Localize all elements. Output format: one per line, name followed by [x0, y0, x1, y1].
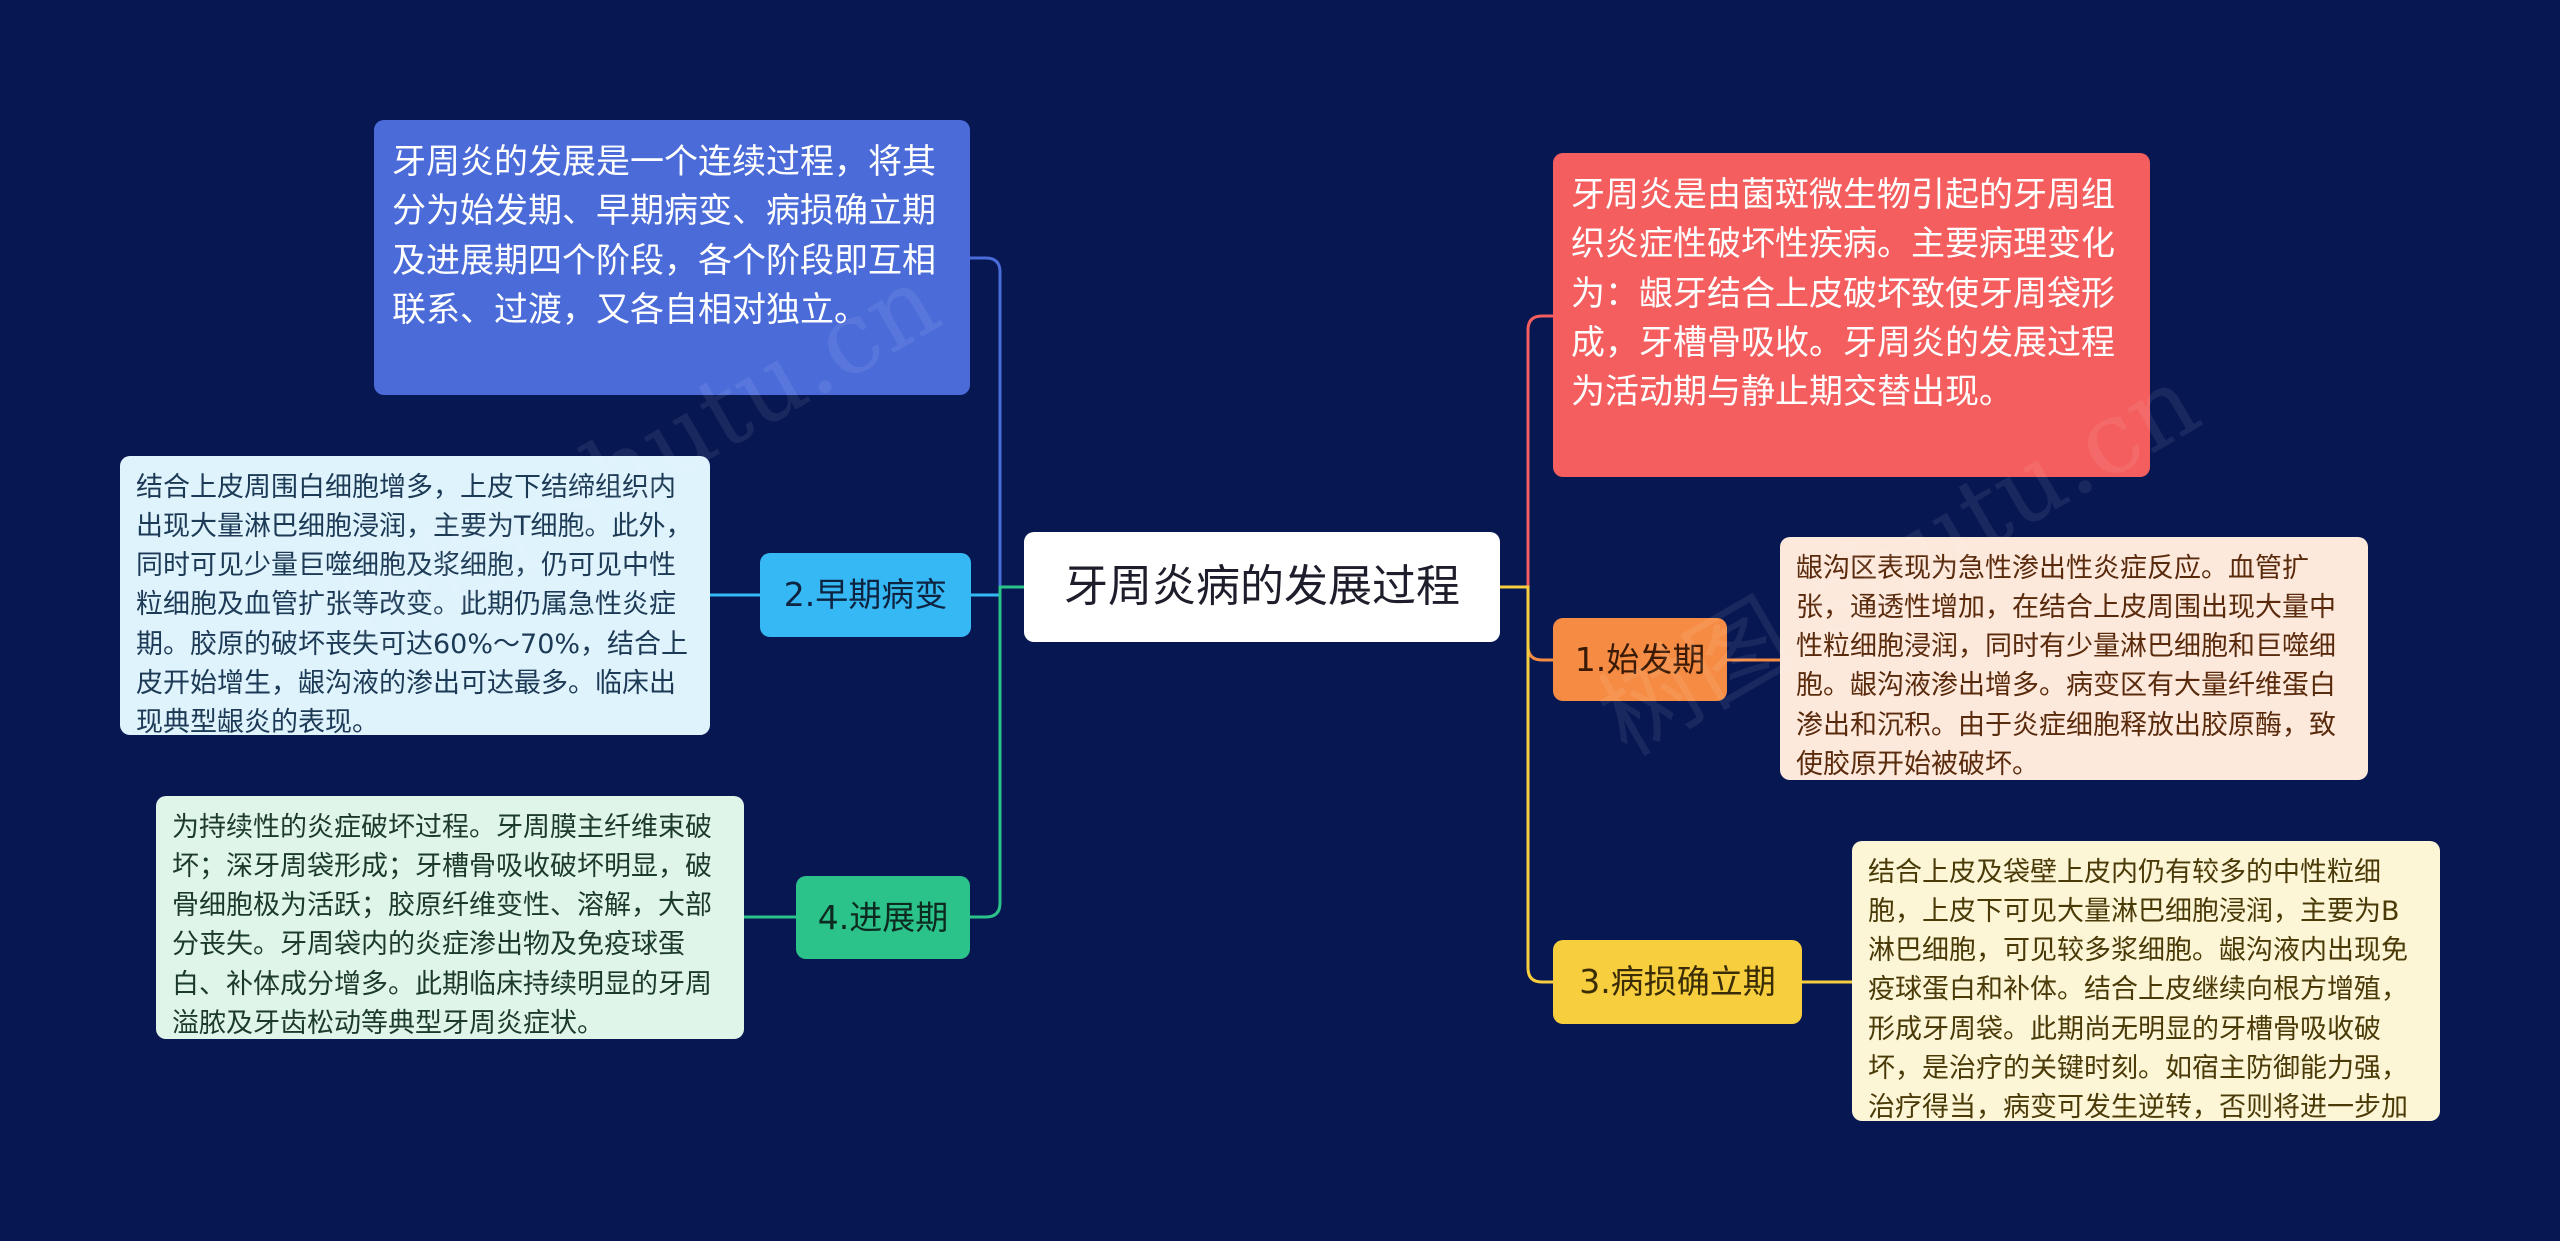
intro-right-node[interactable]: 牙周炎是由菌斑微生物引起的牙周组织炎症性破坏性疾病。主要病理变化为：龈牙结合上皮… [1553, 153, 2150, 477]
stage2-detail-node[interactable]: 结合上皮周围白细胞增多，上皮下结缔组织内出现大量淋巴细胞浸润，主要为T细胞。此外… [120, 456, 710, 735]
stage3-detail-node[interactable]: 结合上皮及袋壁上皮内仍有较多的中性粒细胞，上皮下可见大量淋巴细胞浸润，主要为B淋… [1852, 841, 2440, 1121]
stage1-detail-node[interactable]: 龈沟区表现为急性渗出性炎症反应。血管扩张，通透性增加，在结合上皮周围出现大量中性… [1780, 537, 2368, 780]
link-center-to-stage4 [970, 585, 1024, 919]
stage4-detail-node[interactable]: 为持续性的炎症破坏过程。牙周膜主纤维束破坏；深牙周袋形成；牙槽骨吸收破坏明显，破… [156, 796, 744, 1039]
central-topic[interactable]: 牙周炎病的发展过程 [1024, 532, 1500, 642]
link-center-to-intro-right [1500, 314, 1553, 589]
stage2-node[interactable]: 2.早期病变 [760, 553, 971, 637]
stage3-node[interactable]: 3.病损确立期 [1553, 940, 1802, 1024]
stage4-node[interactable]: 4.进展期 [796, 876, 970, 959]
link-center-to-stage3 [1500, 585, 1553, 984]
link-center-to-intro-left [970, 256, 1024, 589]
intro-left-node[interactable]: 牙周炎的发展是一个连续过程，将其分为始发期、早期病变、病损确立期及进展期四个阶段… [374, 120, 970, 395]
stage1-node[interactable]: 1.始发期 [1553, 618, 1727, 701]
